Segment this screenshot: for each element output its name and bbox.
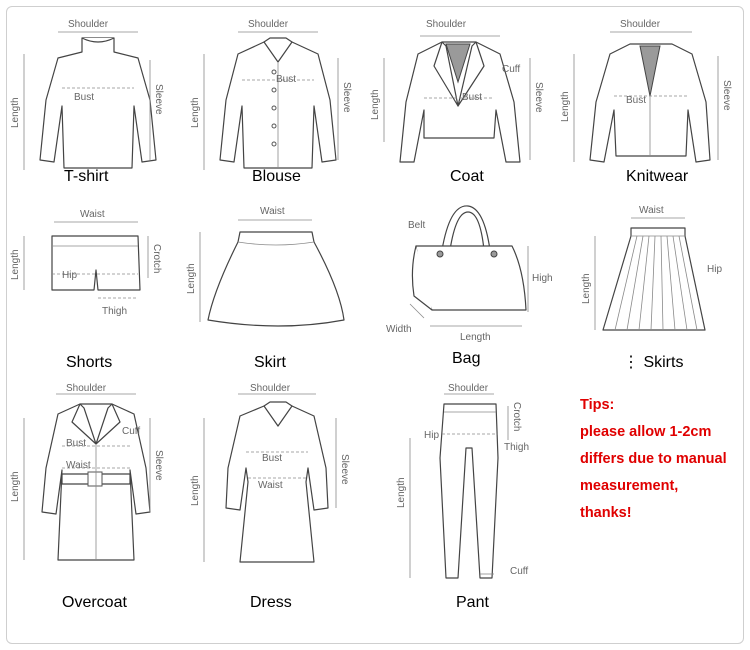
blouse-diagram: Shoulder Bust Length Sleeve Blouse [190, 10, 360, 190]
shoulder-label: Shoulder [426, 19, 467, 30]
bust-label: Bust [74, 92, 94, 103]
pleated-skirts-diagram: Waist Hip Length ⋮ Skirts [575, 200, 735, 380]
length-label: Length [10, 471, 21, 502]
shoulder-label: Shoulder [250, 383, 291, 394]
shoulder-label: Shoulder [448, 383, 489, 394]
tips-line-4: thanks! [580, 505, 632, 521]
width-label: Width [386, 324, 412, 335]
coat-diagram: Shoulder Bust Cuff Length Sleeve Coat [370, 10, 544, 190]
length-label: Length [370, 89, 381, 120]
item-name-knitwear: Knitwear [626, 168, 689, 185]
item-name-blouse: Blouse [252, 168, 301, 185]
tips-note: Tips: please allow 1-2cm differs due to … [580, 392, 727, 527]
waist-label: Waist [639, 205, 664, 216]
tips-line-1: please allow 1-2cm [580, 424, 712, 440]
length-label: Length [10, 249, 21, 280]
shoulder-label: Shoulder [66, 383, 107, 394]
bust-label: Bust [66, 438, 86, 449]
waist-label: Waist [260, 206, 285, 217]
shoulder-label: Shoulder [620, 19, 661, 30]
tips-title: Tips: [580, 397, 615, 413]
length-label: Length [190, 475, 201, 506]
overcoat-diagram: Shoulder Bust Waist Cuff Length Sleeve O… [10, 378, 180, 618]
sleeve-label: Sleeve [153, 450, 164, 481]
belt-label: Belt [408, 220, 425, 231]
shoulder-label: Shoulder [68, 19, 109, 30]
length-label: Length [396, 477, 407, 508]
item-name-bag: Bag [452, 350, 481, 367]
item-name-skirts: ⋮ Skirts [623, 354, 684, 371]
sleeve-label: Sleeve [153, 84, 164, 115]
thigh-label: Thigh [102, 306, 127, 317]
bust-label: Bust [626, 95, 646, 106]
length-label: Length [581, 273, 592, 304]
shoulder-label: Shoulder [248, 19, 289, 30]
waist-label: Waist [66, 460, 91, 471]
waist-label: Waist [258, 480, 283, 491]
pant-diagram: Shoulder Hip Crotch Thigh Length Cuff Pa… [370, 378, 560, 618]
waist-label: Waist [80, 209, 105, 220]
bag-diagram: Belt High Length Width Bag [370, 200, 560, 380]
length-label: Length [460, 332, 491, 343]
sleeve-label: Sleeve [533, 82, 544, 113]
high-label: High [532, 273, 553, 284]
cuff-label: Cuff [510, 566, 528, 577]
item-name-skirt: Skirt [254, 354, 286, 371]
cuff-label: Cuff [502, 64, 520, 75]
crotch-label: Crotch [151, 244, 162, 273]
sleeve-label: Sleeve [341, 82, 352, 113]
shorts-diagram: Waist Hip Length Crotch Thigh Shorts [10, 200, 180, 380]
thigh-label: Thigh [504, 442, 529, 453]
knitwear-diagram: Shoulder Bust Length Sleeve Knitwear [560, 10, 735, 190]
item-name-tshirt: T-shirt [64, 168, 109, 185]
item-name-overcoat: Overcoat [62, 594, 127, 611]
item-name-coat: Coat [450, 168, 484, 185]
bust-label: Bust [262, 453, 282, 464]
cuff-label: Cuff [122, 426, 140, 437]
tshirt-diagram: Shoulder Bust Length Sleeve T-shirt [10, 10, 180, 190]
tips-line-3: measurement, [580, 478, 679, 494]
hip-label: Hip [424, 430, 439, 441]
bust-label: Bust [462, 92, 482, 103]
item-name-pant: Pant [456, 594, 489, 611]
dress-diagram: Shoulder Bust Waist Length Sleeve Dress [190, 378, 360, 618]
sleeve-label: Sleeve [721, 80, 732, 111]
crotch-label: Crotch [511, 402, 522, 431]
item-name-dress: Dress [250, 594, 292, 611]
bust-label: Bust [276, 74, 296, 85]
hip-label: Hip [62, 270, 77, 281]
length-label: Length [10, 97, 21, 128]
sleeve-label: Sleeve [339, 454, 350, 485]
length-label: Length [186, 263, 197, 294]
length-label: Length [560, 91, 571, 122]
tips-line-2: differs due to manual [580, 451, 727, 467]
length-label: Length [190, 97, 201, 128]
skirt-diagram: Waist Length Skirt [186, 200, 360, 380]
item-name-shorts: Shorts [66, 354, 113, 371]
hip-label: Hip [707, 264, 722, 275]
